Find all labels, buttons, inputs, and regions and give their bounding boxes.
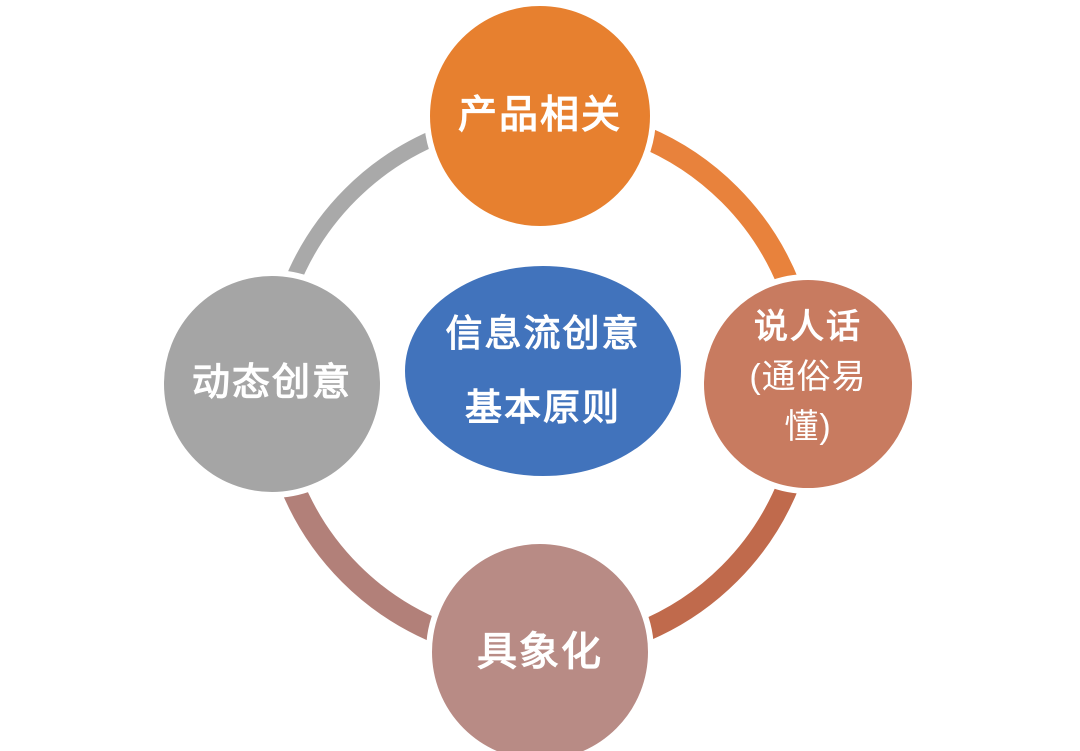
node-right-circle [698, 274, 918, 494]
node-right-subtext-line1: (通俗易 [749, 358, 867, 397]
center-label: 信息流创意 基本原则 [403, 264, 683, 478]
center-text-line2: 基本原则 [465, 387, 621, 428]
node-right-subtext-line2: 懂) [784, 407, 832, 446]
center-ellipse [401, 262, 685, 480]
node-bottom-circle [426, 538, 654, 751]
node-bottom-label: 具象化 [429, 541, 651, 751]
node-right-text: 说人话 [754, 308, 862, 347]
node-top-circle [424, 0, 656, 232]
node-right-label: 说人话 (通俗易 懂) [701, 277, 915, 491]
node-top-label: 产品相关 [427, 3, 653, 229]
node-left-label: 动态创意 [161, 273, 383, 495]
node-top-text: 产品相关 [457, 93, 622, 137]
node-bottom-text: 具象化 [477, 630, 603, 674]
node-left-text: 动态创意 [191, 362, 352, 405]
center-text-line1: 信息流创意 [445, 312, 641, 354]
node-left-circle [158, 270, 386, 498]
